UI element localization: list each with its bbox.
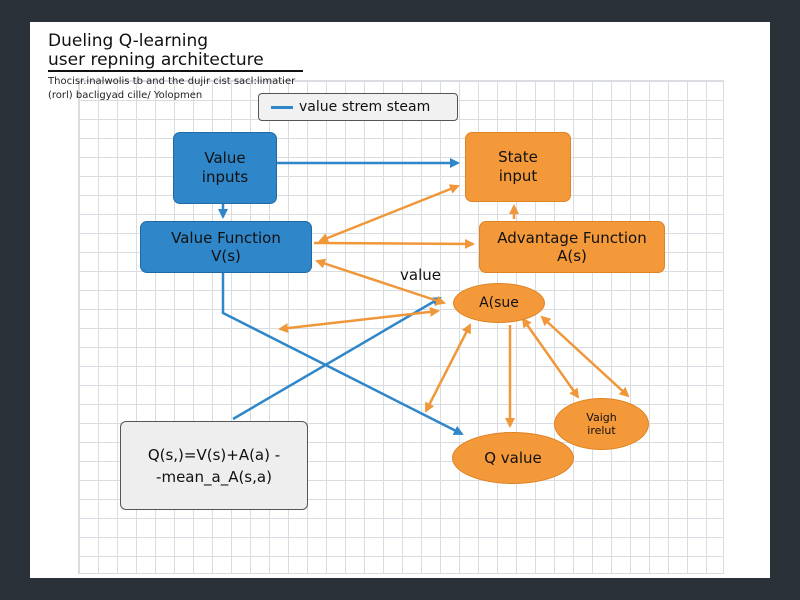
arrows-layer bbox=[218, 158, 630, 436]
state-input-node: State input bbox=[465, 132, 571, 202]
q-value-label: Q value bbox=[484, 449, 542, 467]
arrow-formula-to-a-node bbox=[232, 296, 442, 421]
arrow-a-node-to-left bbox=[278, 306, 440, 334]
formula-box: Q(s,)=V(s)+A(a) - -mean_a_A(s,a) bbox=[120, 421, 308, 510]
value-function-line-2: V(s) bbox=[211, 247, 241, 265]
q-value-node: Q value bbox=[452, 432, 574, 484]
arrow-small-node-to-right bbox=[540, 315, 630, 398]
value-function-line-1: Value Function bbox=[171, 229, 281, 247]
legend: value strem steam bbox=[258, 93, 458, 121]
legend-line-swatch bbox=[271, 106, 293, 109]
diagram-page: Dueling Q-learning user repning architec… bbox=[30, 22, 770, 578]
a-node-label: A(sue bbox=[479, 295, 519, 311]
value-inputs-node: Value inputs bbox=[173, 132, 277, 204]
value-inputs-line-2: inputs bbox=[201, 168, 249, 186]
value-inputs-line-1: Value bbox=[204, 149, 246, 167]
title-underline bbox=[48, 70, 303, 72]
advantage-function-node: Advantage Function A(s) bbox=[479, 221, 665, 273]
small-node-line-2: irelut bbox=[587, 424, 616, 437]
subtitle-line-1: Thocisr.inalwolis tb and the dujir cist … bbox=[48, 76, 296, 87]
arrow-value-function-to-advantage bbox=[313, 238, 475, 249]
small-node: Vaigh irelut bbox=[554, 398, 649, 450]
legend-label: value strem steam bbox=[299, 99, 431, 115]
arrow-value-function-to-q-value bbox=[221, 273, 464, 436]
edge-label-value: value bbox=[400, 266, 441, 284]
state-input-line-2: input bbox=[498, 167, 538, 185]
title-line-1: Dueling Q-learning bbox=[48, 31, 209, 51]
advantage-function-line-2: A(s) bbox=[557, 247, 587, 265]
formula-line-1: Q(s,)=V(s)+A(a) - bbox=[147, 445, 281, 464]
arrow-state-input-to-value-function bbox=[318, 184, 460, 243]
arrow-a-node-to-lower-left bbox=[424, 323, 472, 413]
small-node-line-1: Vaigh bbox=[586, 411, 617, 424]
arrow-value-function-to-a-node bbox=[315, 258, 446, 306]
arrow-a-node-to-small-node bbox=[521, 317, 580, 399]
state-input-line-1: State bbox=[498, 148, 538, 166]
subtitle-line-2: (rorl) bacligyad cille/ Yolopmen bbox=[48, 90, 203, 101]
a-node: A(sue bbox=[453, 283, 545, 323]
formula-line-2: -mean_a_A(s,a) bbox=[156, 467, 272, 486]
advantage-function-line-1: Advantage Function bbox=[497, 229, 647, 247]
value-function-node: Value Function V(s) bbox=[140, 221, 312, 273]
title-line-2: user repning architecture bbox=[48, 50, 264, 70]
